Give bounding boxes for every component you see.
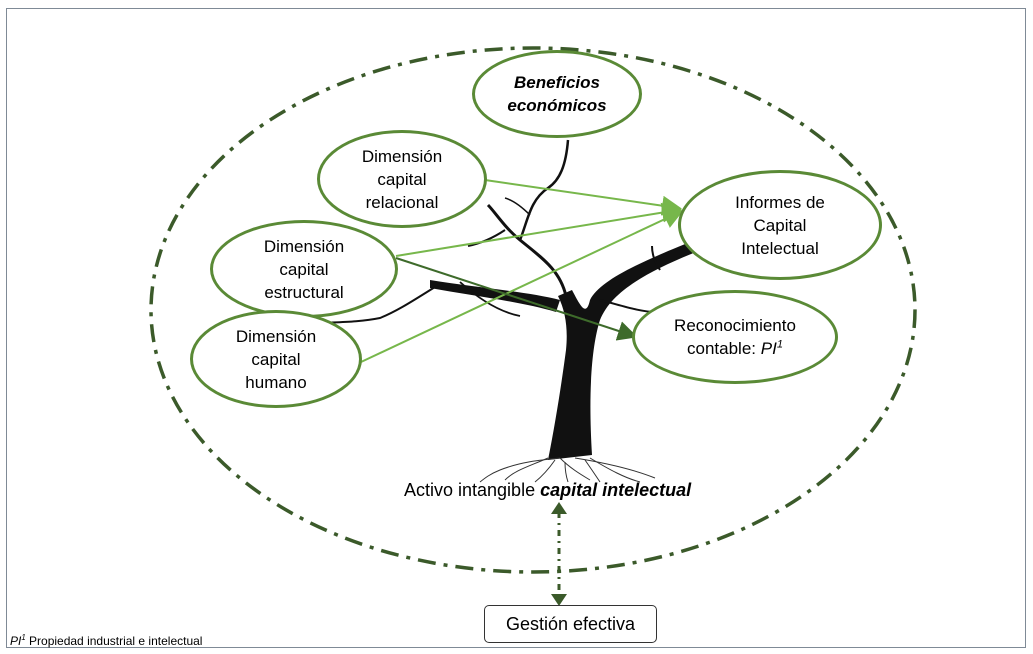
tree-branch (599, 299, 657, 313)
footnote-pi: PI (10, 634, 22, 648)
caption-prefix: Activo intangible (404, 480, 541, 500)
arrow-estructural-informes (395, 202, 682, 257)
arrow-head-down (551, 594, 567, 606)
node-relacional-label: Dimensión capital relacional (361, 146, 443, 212)
node-estructural-label: Dimensión capital estructural (263, 236, 345, 302)
arrow-head-up (551, 502, 567, 514)
node-capital-relacional: Dimensión capital relacional (317, 130, 487, 228)
node-beneficios-economicos: Beneficios económicos (472, 50, 642, 138)
footnote-sup: 1 (21, 633, 26, 642)
node-humano-label: Dimensión capital humano (235, 326, 317, 392)
gestion-efectiva-box: Gestión efectiva (484, 605, 657, 643)
node-beneficios-label: Beneficios económicos (507, 73, 607, 115)
footnote: PI1 Propiedad industrial e intelectual (10, 634, 202, 648)
tree-branch (651, 245, 661, 271)
node-reconocimiento-label: Reconocimiento contable: PI1 (674, 314, 796, 360)
arrow-humano-informes (360, 209, 684, 363)
gestion-label: Gestión efectiva (505, 613, 636, 634)
tree-branch (504, 197, 531, 216)
tree-branch (459, 281, 521, 317)
tree-trunk (548, 238, 706, 460)
arrow-relacional-informes (484, 179, 682, 216)
figure-frame (6, 8, 1026, 648)
node-capital-estructural: Dimensión capital estructural (210, 220, 398, 318)
node-capital-humano: Dimensión capital humano (190, 310, 362, 408)
caption-activo-intangible: Activo intangible capital intelectual (404, 480, 691, 501)
tree-roots (479, 457, 656, 483)
arrow-estructural-reconocimiento (395, 257, 638, 341)
node-reconocimiento-contable: Reconocimiento contable: PI1 (632, 290, 838, 384)
node-informes-label: Informes de Capital Intelectual (735, 192, 825, 258)
boundary-ellipse (149, 46, 917, 574)
node-informes-capital-intelectual: Informes de Capital Intelectual (678, 170, 882, 280)
footnote-text: Propiedad industrial e intelectual (25, 634, 203, 648)
caption-emphasis: capital intelectual (540, 480, 692, 500)
tree-branch (518, 139, 570, 241)
tree-branch (319, 283, 441, 324)
reconocimiento-pi: PI (760, 339, 777, 358)
tree-branch (486, 203, 568, 297)
tree-left-limb (430, 280, 560, 312)
reconocimiento-text: Reconocimiento contable: (674, 316, 796, 358)
reconocimiento-sup: 1 (776, 338, 783, 351)
